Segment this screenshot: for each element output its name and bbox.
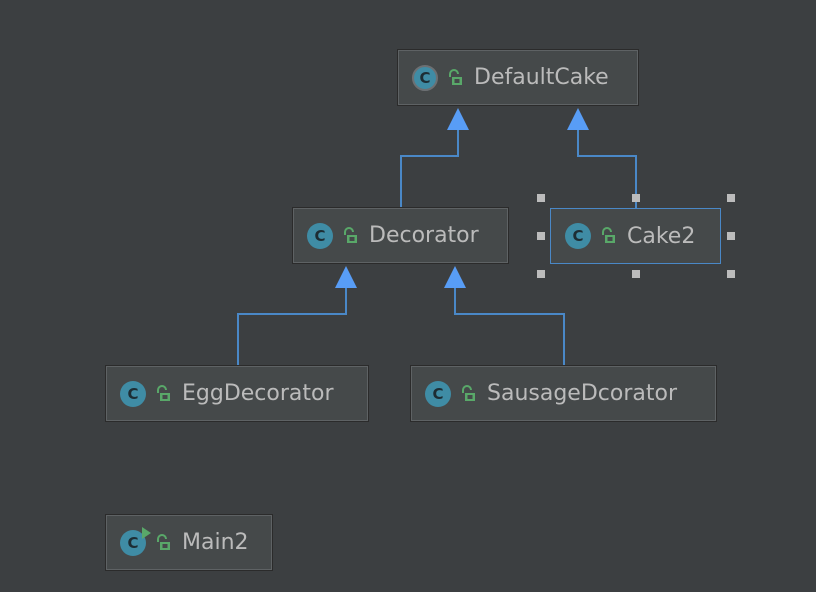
class-node-eggdecorator[interactable]: C EggDecorator [105,365,369,422]
lock-icon [449,68,462,85]
class-name: Decorator [369,223,479,248]
lock-icon [602,227,615,243]
lock-icon [157,533,170,550]
edge-decorator-to-defaultcake[interactable] [400,130,459,207]
edge-sausagedcorator-to-decorator[interactable] [454,288,565,365]
class-node-defaultcake[interactable]: C DefaultCake [397,49,639,106]
lock-icon [462,384,475,401]
inheritance-arrowhead [567,108,589,130]
class-icon: C [425,380,451,407]
inheritance-arrowhead [335,266,357,288]
selection-handle-middle-left[interactable] [537,232,545,240]
class-node-sausagedcorator[interactable]: C SausageDcorator [410,365,717,422]
class-icon: C [412,64,438,91]
lock-icon [344,226,357,243]
selection-handle-top-left[interactable] [537,194,545,202]
selection-handle-top-right[interactable] [727,194,735,202]
class-icon: C [565,223,591,249]
class-name: Main2 [182,530,249,555]
class-icon: C [307,222,333,249]
run-badge-icon [142,526,151,539]
runnable-class-icon: C [120,526,151,556]
class-name: SausageDcorator [487,381,677,406]
selection-handle-top-center[interactable] [632,194,640,202]
class-node-decorator[interactable]: C Decorator [292,207,509,264]
class-node-main2[interactable]: C Main2 [105,514,273,571]
class-name: EggDecorator [182,381,334,406]
selection-handle-bottom-center[interactable] [632,270,640,278]
class-icon: C [120,380,146,407]
lock-icon [157,384,170,401]
class-name: DefaultCake [474,65,609,90]
selection-handle-bottom-right[interactable] [727,270,735,278]
inheritance-arrowhead [447,108,469,130]
selection-handle-middle-right[interactable] [727,232,735,240]
class-node-cake2[interactable]: C Cake2 [550,208,721,264]
selection-handle-bottom-left[interactable] [537,270,545,278]
edge-eggdecorator-to-decorator[interactable] [237,288,347,365]
inheritance-arrowhead [444,266,466,288]
class-name: Cake2 [627,223,696,249]
edge-cake2-to-defaultcake[interactable] [577,130,637,208]
